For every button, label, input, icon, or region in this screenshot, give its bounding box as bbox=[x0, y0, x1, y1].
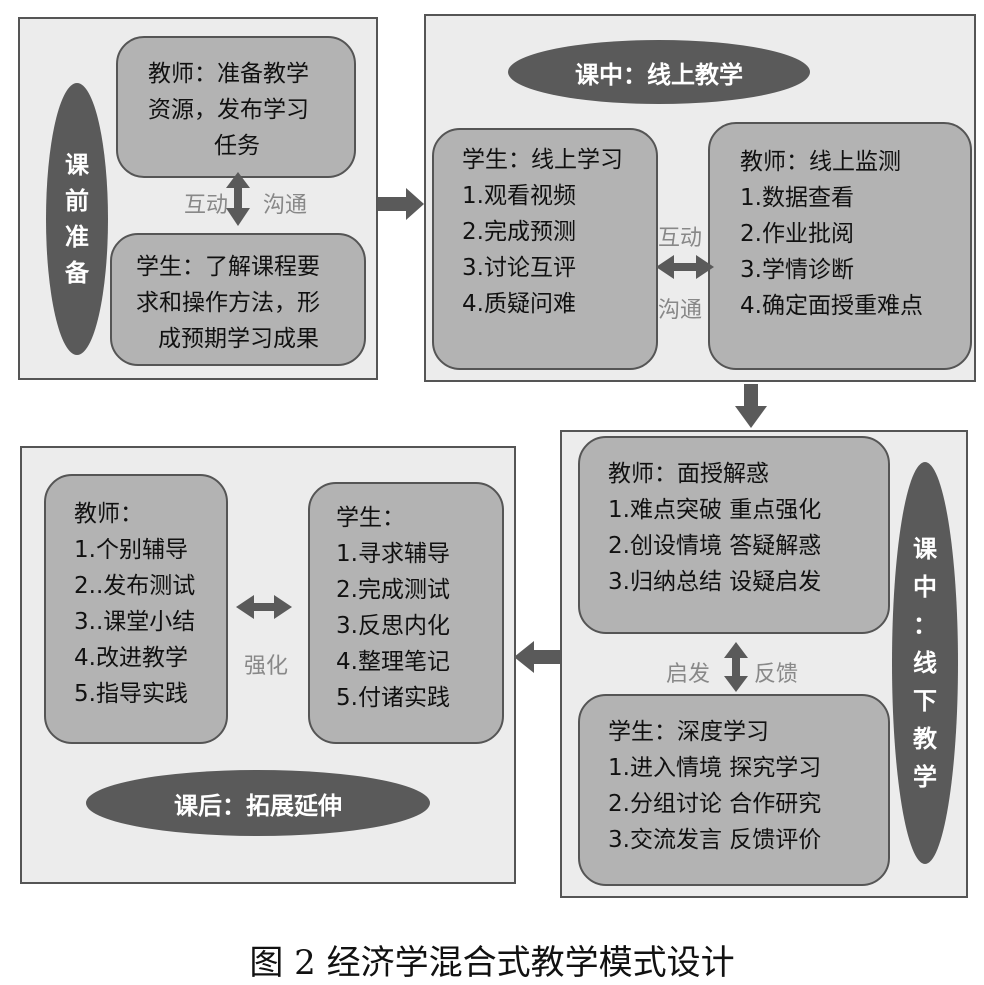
text-line: 学生：了解课程要 bbox=[136, 254, 320, 280]
title-char: 下 bbox=[913, 687, 937, 715]
post-class-title-oval: 课后：拓展延伸 bbox=[86, 770, 430, 836]
text-line: 1.观看视频 bbox=[462, 183, 576, 209]
online-student-box: 学生：线上学习 1.观看视频 2.完成预测 3.讨论互评 4.质疑问难 bbox=[432, 128, 658, 370]
text-line: 5.指导实践 bbox=[74, 681, 188, 707]
offline-title: 课 中 ： 线 下 教 学 bbox=[913, 530, 937, 796]
pre-class-student-box: 学生：了解课程要 求和操作方法，形 成预期学习成果 bbox=[110, 233, 366, 366]
text-line: 2..发布测试 bbox=[74, 573, 196, 599]
text-line: 1.进入情境 探究学习 bbox=[608, 755, 822, 781]
text-line: 教师：面授解惑 bbox=[608, 461, 769, 487]
reinforce-label: 强化 bbox=[244, 654, 289, 679]
text-line: 教师： bbox=[74, 501, 143, 527]
arrow-down-icon bbox=[735, 384, 767, 428]
title-char: ： bbox=[913, 611, 937, 639]
text-line: 3.反思内化 bbox=[336, 613, 450, 639]
text-line: 2.完成测试 bbox=[336, 577, 450, 603]
double-arrow-vertical-icon bbox=[226, 172, 250, 226]
online-panel: 课中：线上教学 学生：线上学习 1.观看视频 2.完成预测 3.讨论互评 4.质… bbox=[424, 14, 976, 382]
text-line: 求和操作方法，形 bbox=[136, 290, 320, 316]
online-title: 课中：线上教学 bbox=[575, 60, 743, 89]
post-class-teacher-box: 教师： 1.个别辅导 2..发布测试 3..课堂小结 4.改进教学 5.指导实践 bbox=[44, 474, 228, 744]
title-char: 线 bbox=[913, 649, 937, 677]
text-line: 3.归纳总结 设疑启发 bbox=[608, 569, 822, 595]
title-char: 准 bbox=[65, 223, 89, 251]
double-arrow-horizontal-icon bbox=[236, 595, 292, 619]
text-line: 1.寻求辅导 bbox=[336, 541, 450, 567]
text-line: 教师：线上监测 bbox=[740, 149, 901, 175]
text-line: 1.数据查看 bbox=[740, 185, 854, 211]
text-line: 资源，发布学习 bbox=[148, 97, 309, 123]
pre-class-title-oval: 课 前 准 备 bbox=[46, 83, 108, 355]
title-char: 中 bbox=[913, 573, 937, 601]
post-class-student-box: 学生： 1.寻求辅导 2.完成测试 3.反思内化 4.整理笔记 5.付诸实践 bbox=[308, 482, 504, 744]
pre-class-title: 课 前 准 备 bbox=[65, 147, 89, 291]
communication-label: 沟通 bbox=[263, 193, 308, 218]
interaction-label: 互动 bbox=[658, 226, 703, 251]
post-class-panel: 教师： 1.个别辅导 2..发布测试 3..课堂小结 4.改进教学 5.指导实践… bbox=[20, 446, 516, 884]
online-teacher-box: 教师：线上监测 1.数据查看 2.作业批阅 3.学情诊断 4.确定面授重难点 bbox=[708, 122, 972, 370]
text-line: 任务 bbox=[214, 133, 260, 159]
offline-student-box: 学生：深度学习 1.进入情境 探究学习 2.分组讨论 合作研究 3.交流发言 反… bbox=[578, 694, 890, 886]
text-line: 3.讨论互评 bbox=[462, 255, 576, 281]
offline-teacher-box: 教师：面授解惑 1.难点突破 重点强化 2.创设情境 答疑解惑 3.归纳总结 设… bbox=[578, 436, 890, 634]
pre-class-teacher-box: 教师：准备教学 资源，发布学习 任务 bbox=[116, 36, 356, 178]
text-line: 2.创设情境 答疑解惑 bbox=[608, 533, 822, 559]
title-char: 教 bbox=[913, 725, 937, 753]
title-char: 学 bbox=[913, 763, 937, 791]
double-arrow-vertical-icon bbox=[724, 642, 748, 692]
text-line: 4.质疑问难 bbox=[462, 291, 576, 317]
title-char: 备 bbox=[65, 259, 89, 287]
text-line: 3..课堂小结 bbox=[74, 609, 196, 635]
text-line: 4.整理笔记 bbox=[336, 649, 450, 675]
title-char: 课 bbox=[913, 535, 937, 563]
text-line: 学生： bbox=[336, 505, 405, 531]
text-line: 4.确定面授重难点 bbox=[740, 293, 923, 319]
arrow-left-icon bbox=[514, 641, 560, 673]
offline-title-oval: 课 中 ： 线 下 教 学 bbox=[892, 462, 958, 864]
text-line: 1.个别辅导 bbox=[74, 537, 188, 563]
feedback-label: 反馈 bbox=[754, 662, 799, 687]
arrow-right-icon bbox=[378, 188, 424, 220]
text-line: 2.完成预测 bbox=[462, 219, 576, 245]
text-line: 3.交流发言 反馈评价 bbox=[608, 827, 822, 853]
text-line: 成预期学习成果 bbox=[158, 326, 319, 352]
text-line: 3.学情诊断 bbox=[740, 257, 854, 283]
pre-class-panel: 课 前 准 备 教师：准备教学 资源，发布学习 任务 互动 沟通 学生：了解课程… bbox=[18, 17, 378, 380]
text-line: 5.付诸实践 bbox=[336, 685, 450, 711]
title-char: 前 bbox=[65, 187, 89, 215]
online-title-oval: 课中：线上教学 bbox=[508, 40, 810, 104]
offline-panel: 教师：面授解惑 1.难点突破 重点强化 2.创设情境 答疑解惑 3.归纳总结 设… bbox=[560, 430, 968, 898]
communication-label: 沟通 bbox=[658, 298, 703, 323]
inspire-label: 启发 bbox=[666, 662, 711, 687]
interaction-label: 互动 bbox=[184, 193, 229, 218]
text-line: 2.分组讨论 合作研究 bbox=[608, 791, 822, 817]
text-line: 学生：深度学习 bbox=[608, 719, 769, 745]
post-class-title: 课后：拓展延伸 bbox=[174, 791, 342, 820]
title-char: 课 bbox=[65, 151, 89, 179]
text-line: 2.作业批阅 bbox=[740, 221, 854, 247]
text-line: 学生：线上学习 bbox=[462, 147, 623, 173]
text-line: 教师：准备教学 bbox=[148, 61, 309, 87]
double-arrow-horizontal-icon bbox=[656, 255, 714, 279]
figure-caption: 图 2 经济学混合式教学模式设计 bbox=[249, 943, 735, 983]
text-line: 4.改进教学 bbox=[74, 645, 188, 671]
text-line: 1.难点突破 重点强化 bbox=[608, 497, 822, 523]
